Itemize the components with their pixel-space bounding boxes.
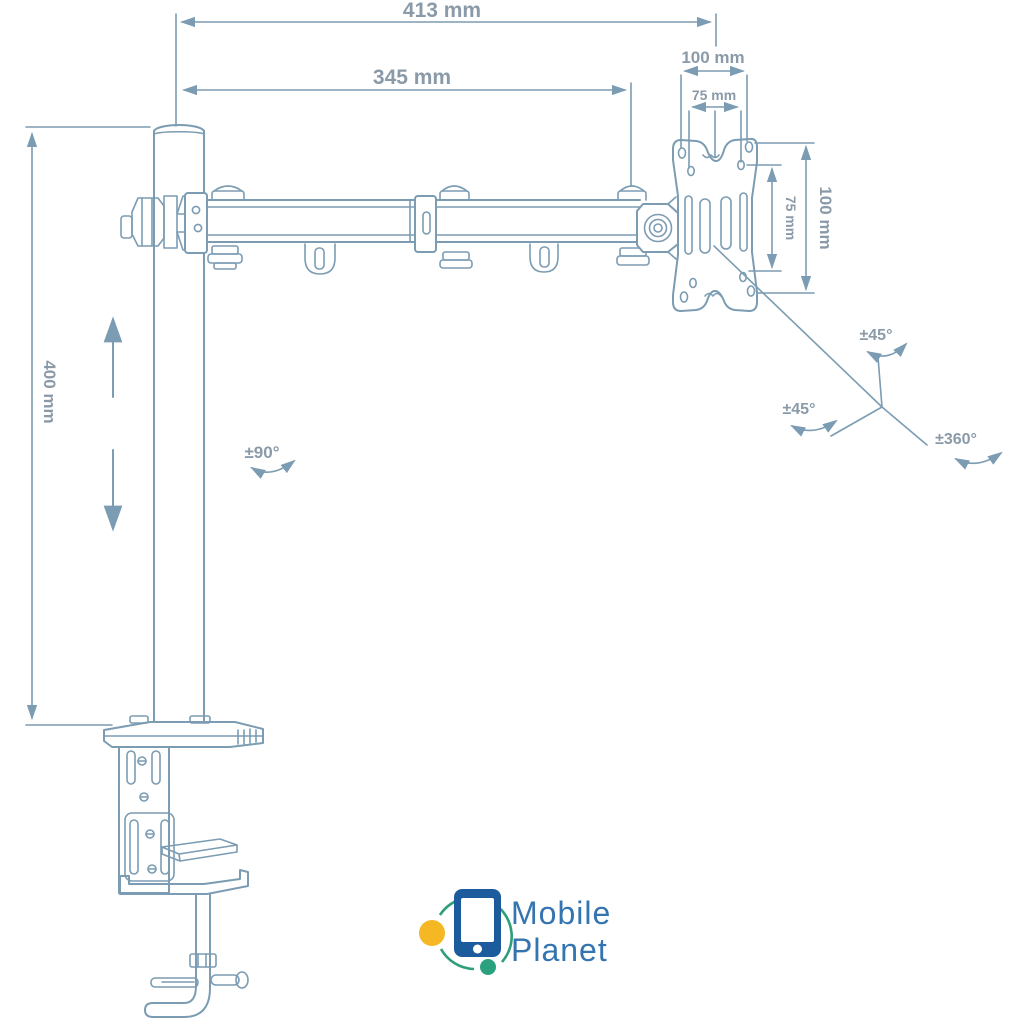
rotation-pole-90: ±90° xyxy=(244,443,296,480)
dimension-vesa-100-right: 100 mm xyxy=(754,142,835,294)
dim-100-right-label: 100 mm xyxy=(816,186,835,249)
rotation-tilt-45: ±45° xyxy=(860,327,908,363)
rotation-annotations: ±45° ±45° ±360° xyxy=(713,245,1003,470)
pole-clamp xyxy=(120,192,208,254)
dim-75-top-label: 75 mm xyxy=(692,87,736,103)
logo-text-line1: Mobile xyxy=(511,895,611,931)
dim-400-label: 400 mm xyxy=(40,360,59,423)
logo-teal-dot xyxy=(480,959,496,975)
svg-text:±45°: ±45° xyxy=(783,401,816,418)
dim-345-label: 345 mm xyxy=(373,66,451,89)
arm xyxy=(206,185,650,275)
vesa-plate xyxy=(672,137,758,312)
logo-yellow-dot xyxy=(419,920,445,946)
dimension-vesa-75-right: 75 mm xyxy=(746,164,799,272)
dimension-vesa-75-top: 75 mm xyxy=(688,87,742,169)
dimension-vesa-100-top: 100 mm xyxy=(680,48,748,149)
smartphone-icon xyxy=(454,889,501,957)
dimension-pole-height: 400 mm xyxy=(25,126,151,726)
dim-413-label: 413 mm xyxy=(403,0,481,22)
rotation-screen-360: ±360° xyxy=(935,431,1003,470)
dimension-arm-reach: 345 mm xyxy=(181,66,632,187)
logo: Mobile Planet xyxy=(419,889,611,975)
dimension-total-width: 413 mm xyxy=(175,0,717,127)
dim-100-top-label: 100 mm xyxy=(681,48,744,67)
rotation-swivel-45: ±45° xyxy=(783,401,838,437)
ball-joint xyxy=(636,196,679,260)
svg-text:±90°: ±90° xyxy=(244,443,279,462)
logo-text-line2: Planet xyxy=(511,932,608,968)
svg-text:±45°: ±45° xyxy=(860,327,893,344)
svg-text:±360°: ±360° xyxy=(935,431,977,448)
dim-75-right-label: 75 mm xyxy=(783,196,799,240)
desk-clamp xyxy=(103,715,264,1018)
